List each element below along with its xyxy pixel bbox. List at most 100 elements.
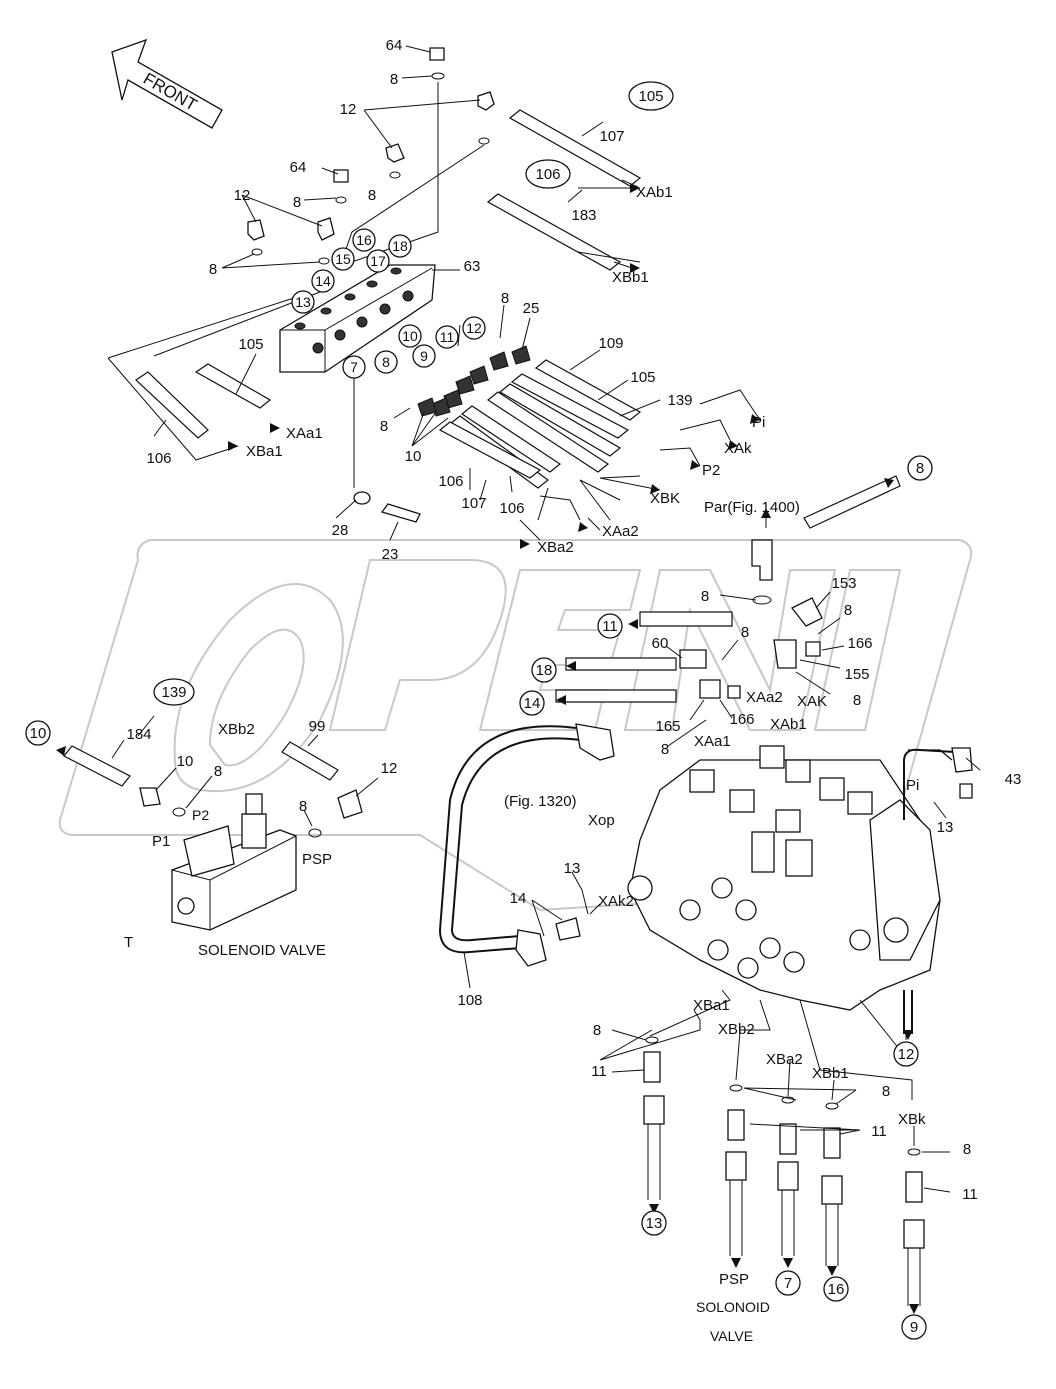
- port-xbb1: XBb1: [612, 269, 649, 286]
- port-xab1-valve: XAb1: [770, 716, 807, 733]
- callout-13-circled: 13: [295, 294, 311, 310]
- callout-105: 105: [238, 336, 263, 353]
- callout-99: 99: [309, 718, 326, 735]
- port-p2: P2: [702, 462, 720, 479]
- callout-16-circled: 16: [356, 232, 372, 248]
- bottom-hoses: [643, 1036, 925, 1306]
- callout-10: 10: [405, 448, 422, 465]
- callout-11: 11: [591, 1063, 607, 1080]
- callout-183: 183: [571, 207, 596, 224]
- callout-8: 8: [390, 71, 398, 88]
- callout-8: 8: [844, 602, 852, 619]
- callout-166: 166: [729, 711, 754, 728]
- callout-8: 8: [701, 588, 709, 605]
- port-labels: XAb1 XBb1 XAa1 XBa1 Pi XAk P2 XBK XAa2 X…: [124, 184, 926, 1288]
- callout-8: 8: [661, 741, 669, 758]
- port-pi-valve: Pi: [906, 777, 919, 794]
- callout-11: 11: [871, 1123, 887, 1140]
- callout-43: 43: [1005, 771, 1022, 788]
- callout-12: 12: [234, 187, 251, 204]
- callout-12: 12: [381, 760, 398, 777]
- callout-107: 107: [461, 495, 486, 512]
- port-xaa2: XAa2: [602, 523, 639, 540]
- callout-7-circled-bottom: 7: [784, 1275, 792, 1292]
- elbow-fittings: [247, 47, 495, 265]
- callout-16-circled-bottom: 16: [828, 1281, 845, 1298]
- callout-9-circled: 9: [420, 348, 428, 364]
- callout-25: 25: [523, 300, 540, 317]
- callout-15-circled: 15: [335, 251, 351, 267]
- callout-63: 63: [464, 258, 481, 275]
- loop-hose: [438, 723, 615, 967]
- hoses-top: [135, 109, 901, 529]
- tee-fittings: [555, 539, 823, 703]
- port-xbb1-bottom: XBb1: [812, 1065, 849, 1082]
- callout-10-circled-left: 10: [30, 725, 47, 742]
- callout-17-circled: 17: [370, 253, 386, 269]
- callout-12-circled-bottom: 12: [898, 1046, 915, 1063]
- port-xak: XAk: [724, 440, 752, 457]
- callout-18-circled: 18: [392, 238, 408, 254]
- valve-label: VALVE: [710, 1328, 753, 1344]
- callout-8: 8: [853, 692, 861, 709]
- port-xaa1-valve: XAa1: [694, 733, 731, 750]
- adapter-fittings: [417, 345, 531, 417]
- port-xbb2: XBb2: [218, 721, 255, 738]
- port-xaa2-valve: XAa2: [746, 689, 783, 706]
- callout-64: 64: [290, 159, 307, 176]
- control-valve-body: [627, 745, 973, 1034]
- manifold-block: [279, 264, 436, 373]
- callout-106-circled: 106: [535, 166, 560, 183]
- callout-13: 13: [564, 860, 581, 877]
- callout-139-circled: 139: [161, 684, 186, 701]
- port-xbk: XBK: [650, 490, 680, 507]
- callout-8: 8: [214, 763, 222, 780]
- callout-165: 165: [655, 718, 680, 735]
- port-xaa1: XAa1: [286, 425, 323, 442]
- front-arrow: FRONT: [111, 38, 223, 129]
- callout-8: 8: [368, 187, 376, 204]
- port-psp: PSP: [302, 851, 332, 868]
- callout-12-circled: 12: [466, 320, 482, 336]
- callout-14-circled: 14: [315, 273, 331, 289]
- bolt-and-washer: [353, 491, 421, 523]
- callout-14-circled-mid: 14: [524, 695, 541, 712]
- port-xbb2-bottom: XBb2: [718, 1021, 755, 1038]
- port-xba2-bottom: XBa2: [766, 1051, 803, 1068]
- port-p2-solenoid: P2: [192, 807, 209, 823]
- callout-18-circled-mid: 18: [536, 662, 553, 679]
- callout-7-circled: 7: [350, 359, 358, 375]
- figure-ref-1320: (Fig. 1320): [504, 793, 577, 810]
- port-xba2: XBa2: [537, 539, 574, 556]
- callout-106: 106: [438, 473, 463, 490]
- callout-28: 28: [332, 522, 349, 539]
- port-t: T: [124, 934, 133, 951]
- callout-107: 107: [599, 128, 624, 145]
- port-xab1: XAb1: [636, 184, 673, 201]
- callout-153: 153: [831, 575, 856, 592]
- port-xba1: XBa1: [246, 443, 283, 460]
- circled-callout-labels: 105 106 16 15 14 17 18 13 10 11 12 8 9 7…: [30, 88, 925, 1336]
- component-labels: SOLENOID VALVE SOLONOID VALVE: [198, 942, 770, 1344]
- port-xbk-bottom: XBk: [898, 1111, 926, 1128]
- callout-11: 11: [962, 1186, 978, 1203]
- callout-labels: 64 8 12 107 64 8 8 12 183 8 63 8 25 109 …: [126, 37, 1021, 1203]
- callout-60: 60: [652, 635, 669, 652]
- port-p1: P1: [152, 833, 170, 850]
- callout-8: 8: [209, 261, 217, 278]
- circled-callouts: [25, 81, 933, 1340]
- callout-8: 8: [380, 418, 388, 435]
- callout-64: 64: [386, 37, 403, 54]
- port-par: Par(Fig. 1400): [704, 499, 800, 516]
- port-pi: Pi: [752, 414, 765, 431]
- callout-12: 12: [340, 101, 357, 118]
- solonoid-label: SOLONOID: [696, 1299, 770, 1315]
- callout-8: 8: [299, 798, 307, 815]
- callout-105-circled: 105: [638, 88, 663, 105]
- callout-13-circled-bottom: 13: [646, 1215, 663, 1232]
- port-psp-bottom: PSP: [719, 1271, 749, 1288]
- callout-139: 139: [667, 392, 692, 409]
- callout-109: 109: [598, 335, 623, 352]
- port-xak2: XAk2: [598, 893, 634, 910]
